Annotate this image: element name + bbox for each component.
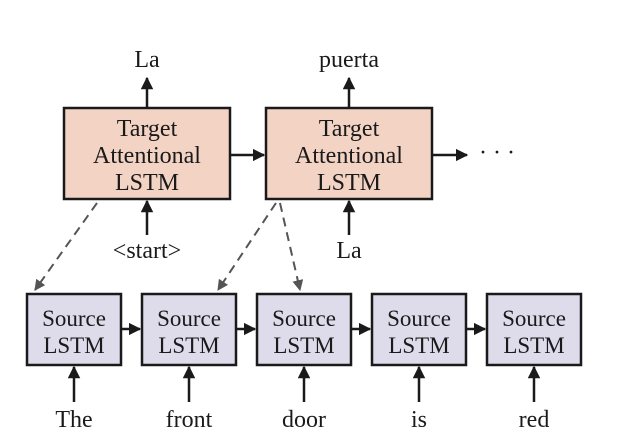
source-lstm-3-line1: Source — [272, 306, 336, 331]
source-lstm-5-line1: Source — [502, 306, 566, 331]
source-lstm-2-line2: LSTM — [158, 333, 219, 358]
source-lstm-5: Source LSTM — [485, 292, 583, 367]
source-word-3: door — [282, 407, 326, 433]
source-lstm-5-box — [485, 292, 583, 367]
target-lstm-2-line3: LSTM — [317, 170, 381, 196]
target-1-input-word: <start> — [113, 238, 181, 264]
target-2-input-word: La — [336, 238, 362, 264]
source-word-2: front — [166, 407, 213, 433]
attention-arrow-3 — [279, 202, 304, 292]
target-lstm-1-line2: Attentional — [93, 143, 201, 169]
source-lstm-1: Source LSTM — [25, 292, 123, 367]
target-lstm-1-line3: LSTM — [115, 170, 179, 196]
target-1-output-word: La — [134, 47, 160, 73]
source-word-5: red — [519, 407, 550, 433]
source-lstm-5-line2: LSTM — [503, 333, 564, 358]
target-lstm-2: Target Attentional LSTM — [264, 106, 434, 201]
attention-arrow-2 — [217, 202, 277, 291]
source-lstm-2: Source LSTM — [140, 292, 238, 367]
source-lstm-4: Source LSTM — [370, 292, 468, 367]
source-word-4: is — [411, 407, 427, 433]
target-ellipsis: · · · — [479, 140, 515, 166]
target-lstm-1: Target Attentional LSTM — [62, 106, 232, 201]
source-lstm-3-box — [255, 292, 353, 367]
target-2-output-word: puerta — [319, 47, 379, 73]
source-lstm-3-line2: LSTM — [273, 333, 334, 358]
source-lstm-4-line2: LSTM — [388, 333, 449, 358]
source-lstm-4-box — [370, 292, 468, 367]
source-lstm-4-line1: Source — [387, 306, 451, 331]
source-lstm-3: Source LSTM — [255, 292, 353, 367]
target-lstm-1-line1: Target — [117, 116, 178, 142]
source-lstm-1-line1: Source — [42, 306, 106, 331]
attention-arrow-1 — [34, 202, 98, 291]
source-lstm-2-box — [140, 292, 238, 367]
source-lstm-1-line2: LSTM — [43, 333, 104, 358]
target-lstm-2-line1: Target — [319, 116, 380, 142]
source-lstm-2-line1: Source — [157, 306, 221, 331]
target-lstm-2-line2: Attentional — [295, 143, 403, 169]
target-lstm-1-box — [62, 106, 232, 201]
source-word-1: The — [55, 407, 92, 433]
